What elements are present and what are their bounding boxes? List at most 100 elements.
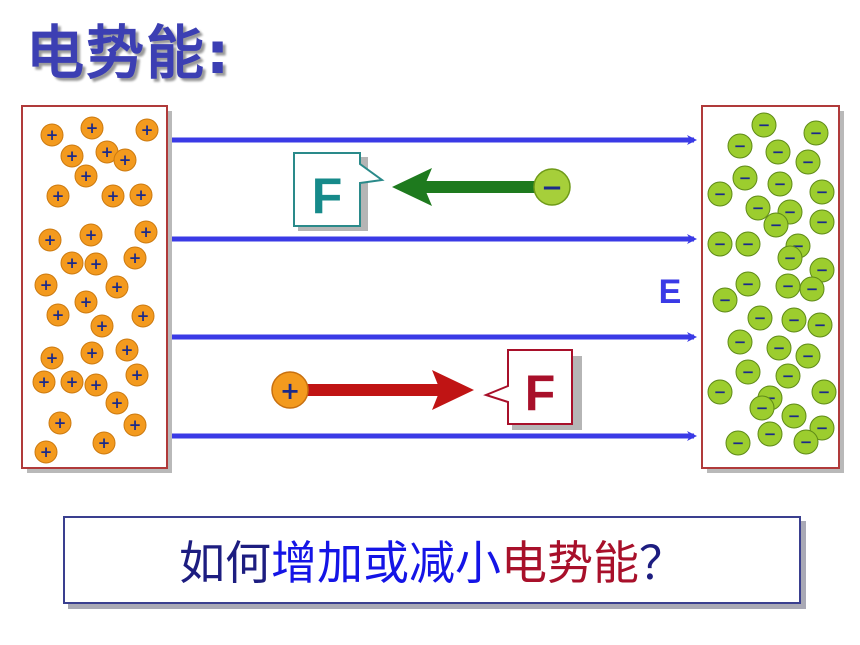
positive-charge bbox=[40, 346, 64, 370]
positive-charge-sign: + bbox=[66, 147, 79, 165]
positive-charge bbox=[79, 223, 103, 247]
negative-charge bbox=[707, 181, 733, 207]
negative-charge bbox=[727, 133, 753, 159]
positive-charge-sign: + bbox=[140, 223, 153, 241]
negative-charge-sign: − bbox=[800, 433, 813, 451]
negative-charge bbox=[745, 195, 771, 221]
positive-charge bbox=[84, 373, 108, 397]
force-arrow-shaft bbox=[300, 384, 445, 396]
negative-charge-sign: − bbox=[784, 203, 797, 221]
negative-charge-sign: − bbox=[774, 175, 787, 193]
negative-charge-sign: − bbox=[816, 419, 829, 437]
page-title: 电势能: bbox=[26, 19, 232, 87]
positive-charge-sign: + bbox=[119, 151, 132, 169]
negative-charge bbox=[767, 171, 793, 197]
force-arrow-shaft bbox=[420, 181, 540, 193]
negative-charge-sign: − bbox=[788, 311, 801, 329]
field-label: E bbox=[659, 273, 682, 311]
negative-charge bbox=[712, 287, 738, 313]
positive-charge bbox=[113, 148, 137, 172]
negative-charge bbox=[757, 421, 783, 447]
negative-charge-sign: − bbox=[772, 143, 785, 161]
negative-charge bbox=[795, 149, 821, 175]
positive-charge-sign: + bbox=[111, 394, 124, 412]
positive-charge bbox=[74, 164, 98, 188]
negative-charge-sign: − bbox=[754, 309, 767, 327]
positive-charge-sign: + bbox=[131, 366, 144, 384]
negative-charge-sign: − bbox=[784, 249, 797, 267]
negative-charge-sign: − bbox=[739, 169, 752, 187]
positive-charge-sign: + bbox=[141, 121, 154, 139]
negative-charge-sign: − bbox=[742, 363, 755, 381]
negative-charge bbox=[777, 245, 803, 271]
force-label-top: F bbox=[312, 168, 343, 224]
positive-charge bbox=[105, 275, 129, 299]
negative-charge bbox=[727, 329, 753, 355]
positive-charge bbox=[101, 184, 125, 208]
negative-charge bbox=[707, 231, 733, 257]
positive-charge bbox=[92, 431, 116, 455]
negative-charge bbox=[781, 403, 807, 429]
positive-charge-sign: + bbox=[44, 231, 57, 249]
positive-charge bbox=[135, 118, 159, 142]
negative-charge-sign: − bbox=[802, 347, 815, 365]
negative-charge bbox=[735, 271, 761, 297]
positive-charge-sign: + bbox=[111, 278, 124, 296]
negative-charge-sign: − bbox=[816, 261, 829, 279]
negative-charge bbox=[732, 165, 758, 191]
positive-charge-sign: + bbox=[90, 376, 103, 394]
negative-charge-sign: − bbox=[734, 137, 747, 155]
force-arrow-head-right bbox=[432, 370, 474, 410]
negative-test-charge bbox=[533, 168, 571, 206]
positive-charge-sign: + bbox=[40, 276, 53, 294]
force-label-bottom: F bbox=[525, 365, 556, 421]
negative-charge-sign: − bbox=[714, 235, 727, 253]
negative-charge bbox=[749, 395, 775, 421]
negative-charges-group: −−−−−−−−−−−−−−−−−−−−−−−−−−−−−−−−−−−−−−− bbox=[707, 112, 837, 456]
negative-charge bbox=[809, 179, 835, 205]
negative-charge bbox=[735, 231, 761, 257]
negative-charge-sign: − bbox=[758, 116, 771, 134]
positive-charge bbox=[46, 184, 70, 208]
negative-charge bbox=[809, 415, 835, 441]
negative-charge-sign: − bbox=[756, 399, 769, 417]
positive-charge-sign: + bbox=[96, 317, 109, 335]
positive-charge-sign: + bbox=[101, 143, 114, 161]
positive-charge-sign: + bbox=[98, 434, 111, 452]
positive-charge-sign: + bbox=[54, 414, 67, 432]
negative-charge bbox=[781, 307, 807, 333]
negative-charge bbox=[707, 379, 733, 405]
force-label-box-top bbox=[293, 152, 385, 227]
positive-charges-group: ++++++++++++++++++++++++++++++++++ bbox=[32, 116, 159, 464]
positive-charge bbox=[105, 391, 129, 415]
positive-charge bbox=[80, 341, 104, 365]
positive-charge bbox=[60, 370, 84, 394]
positive-charge-sign: + bbox=[52, 306, 65, 324]
question-text-term: 电势能 bbox=[501, 536, 639, 590]
positive-test-charge-sign: + bbox=[280, 377, 300, 405]
negative-charge-sign: − bbox=[814, 316, 827, 334]
negative-charge-sign: − bbox=[802, 153, 815, 171]
positive-charge-sign: + bbox=[86, 119, 99, 137]
question-text-start: 如何 bbox=[179, 536, 271, 590]
positive-charge bbox=[34, 273, 58, 297]
negative-charge-sign: − bbox=[818, 383, 831, 401]
positive-charge bbox=[34, 440, 58, 464]
positive-charge-sign: + bbox=[80, 167, 93, 185]
positive-charge-sign: + bbox=[121, 341, 134, 359]
negative-charge bbox=[735, 359, 761, 385]
positive-charge-sign: + bbox=[46, 126, 59, 144]
negative-charge-sign: − bbox=[782, 277, 795, 295]
positive-charge bbox=[129, 183, 153, 207]
positive-charge bbox=[48, 411, 72, 435]
positive-charge-sign: + bbox=[80, 293, 93, 311]
positive-charge-sign: + bbox=[90, 255, 103, 273]
negative-charge bbox=[725, 430, 751, 456]
negative-charge-sign: − bbox=[752, 199, 765, 217]
electric-field-diagram: ++++++++++++++++++++++++++++++++++ −−−−−… bbox=[21, 105, 844, 473]
positive-charge-sign: + bbox=[40, 443, 53, 461]
negative-charge-sign: − bbox=[719, 291, 732, 309]
positive-test-charge bbox=[271, 371, 309, 409]
positive-charge bbox=[80, 116, 104, 140]
negative-charge-sign: − bbox=[806, 280, 819, 298]
